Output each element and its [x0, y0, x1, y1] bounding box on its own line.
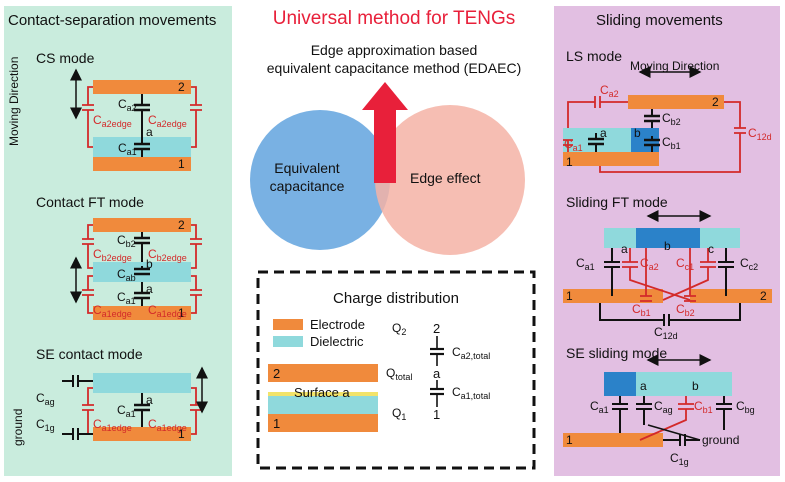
cs-ca1: Ca1: [118, 141, 137, 157]
charge-box-title: Charge distribution: [333, 290, 459, 307]
ses-cag: Cag: [654, 399, 673, 415]
ls-b: b: [634, 126, 641, 140]
se-sliding-diagram: [563, 354, 732, 447]
sft-cc1: Cc1: [676, 256, 695, 272]
stack-n1: 1: [273, 416, 281, 431]
sft-a: a: [621, 242, 628, 256]
ca2-total: Ca2,total: [452, 345, 491, 361]
right-panel-title: Sliding movements: [596, 12, 723, 29]
ls-cb2: Cb2: [662, 111, 681, 127]
sec-c1g: C1g: [36, 417, 55, 433]
stack-n2: 2: [273, 366, 281, 381]
edaec-line1: Edge approximation based: [310, 42, 478, 58]
center-title: Universal method for TENGs: [272, 8, 516, 29]
cft-a: a: [146, 282, 153, 296]
cft-b: b: [146, 257, 153, 271]
sft-n1: 1: [566, 289, 573, 303]
ses-cbg: Cbg: [736, 399, 755, 415]
ls-mode-title: LS mode: [566, 48, 623, 64]
sliding-ft-diagram: [563, 210, 772, 326]
moving-direction-label: Moving Direction: [7, 56, 21, 146]
q1-label: Q1: [392, 406, 407, 422]
venn-right-label: Edge effect: [410, 170, 481, 186]
qtotal-label: Qtotal: [386, 366, 413, 382]
contact-ft-diagram: [70, 218, 202, 320]
cs-n2: 2: [178, 80, 185, 94]
ls-mode-diagram: [563, 66, 746, 173]
cs-mode-title: CS mode: [36, 50, 95, 66]
se-sliding-title: SE sliding mode: [566, 345, 668, 361]
ses-n1: 1: [566, 433, 573, 447]
node-a: a: [433, 366, 441, 381]
ses-ground: ground: [702, 433, 740, 447]
sliding-ft-title: Sliding FT mode: [566, 194, 668, 210]
ls-c12d: C12d: [748, 126, 772, 142]
cft-n2: 2: [178, 218, 185, 232]
cft-n1: 1: [178, 306, 185, 320]
sec-ca1: Ca1: [117, 403, 136, 419]
cft-ca1: Ca1: [117, 290, 136, 306]
ls-moving-direction: Moving Direction: [630, 59, 720, 73]
edaec-line2: equivalent capacitance method (EDAEC): [266, 60, 522, 76]
venn-left-line1: Equivalent: [274, 160, 340, 176]
node-2: 2: [433, 321, 441, 336]
legend-electrode: Electrode: [310, 317, 365, 332]
ls-n1: 1: [566, 155, 573, 169]
cft-cb2edge-left: Cb2edge: [93, 247, 132, 263]
sft-cb1: Cb1: [632, 302, 651, 318]
se-contact-diagram: [62, 366, 208, 441]
sft-c: c: [708, 242, 714, 256]
cs-ca2: Ca2: [118, 97, 137, 113]
cs-mode-diagram: [70, 68, 202, 171]
cs-ca2edge-right: Ca2edge: [148, 113, 187, 129]
se-contact-title: SE contact mode: [36, 346, 143, 362]
surface-a-label: Surface a: [294, 385, 350, 400]
ses-b: b: [692, 379, 699, 393]
node-1: 1: [433, 407, 441, 422]
cft-ca1edge-right: Ca1edge: [148, 303, 187, 319]
electrode-1: [93, 157, 191, 171]
sft-cc2: Cc2: [740, 256, 759, 272]
sft-c12d: C12d: [654, 325, 678, 341]
cft-cab: Cab: [117, 267, 136, 283]
ls-a: a: [600, 126, 607, 140]
sec-a: a: [146, 393, 153, 407]
ls-ca2: Ca2: [600, 83, 619, 99]
ses-ca1: Ca1: [590, 399, 609, 415]
cft-cb2: Cb2: [117, 233, 136, 249]
sft-b: b: [664, 239, 671, 253]
ses-cb1: Cb1: [694, 399, 713, 415]
contact-ft-title: Contact FT mode: [36, 194, 144, 210]
charge-distribution-box: [256, 270, 536, 470]
sec-ca1edge-right: Ca1edge: [148, 417, 187, 433]
ls-cb1: Cb1: [662, 135, 681, 151]
venn-left-line2: capacitance: [269, 178, 345, 194]
ses-a: a: [640, 379, 647, 393]
cs-n1: 1: [178, 157, 185, 171]
cs-ca2edge-left: Ca2edge: [93, 113, 132, 129]
venn-diagram: [250, 82, 525, 255]
sec-ground: ground: [11, 408, 25, 446]
cft-ca1edge-left: Ca1edge: [93, 303, 132, 319]
cs-a: a: [146, 125, 153, 139]
legend-dielectric: Dielectric: [310, 334, 364, 349]
sec-cag: Cag: [36, 391, 55, 407]
electrode-2: [93, 80, 191, 94]
sft-n2: 2: [760, 289, 767, 303]
left-panel-title: Contact-separation movements: [8, 12, 217, 29]
dielectric-a: [93, 137, 191, 157]
sft-cb2: Cb2: [676, 302, 695, 318]
cft-cb2edge-right: Cb2edge: [148, 247, 187, 263]
ses-c1g: C1g: [670, 451, 689, 467]
ls-n2: 2: [712, 95, 719, 109]
q2-label: Q2: [392, 321, 407, 337]
ca1-total: Ca1,total: [452, 385, 491, 401]
sec-ca1edge-left: Ca1edge: [93, 417, 132, 433]
ls-ca1: Ca1: [564, 137, 583, 153]
sec-n1: 1: [178, 427, 185, 441]
sft-ca1: Ca1: [576, 256, 595, 272]
sft-ca2: Ca2: [640, 256, 659, 272]
